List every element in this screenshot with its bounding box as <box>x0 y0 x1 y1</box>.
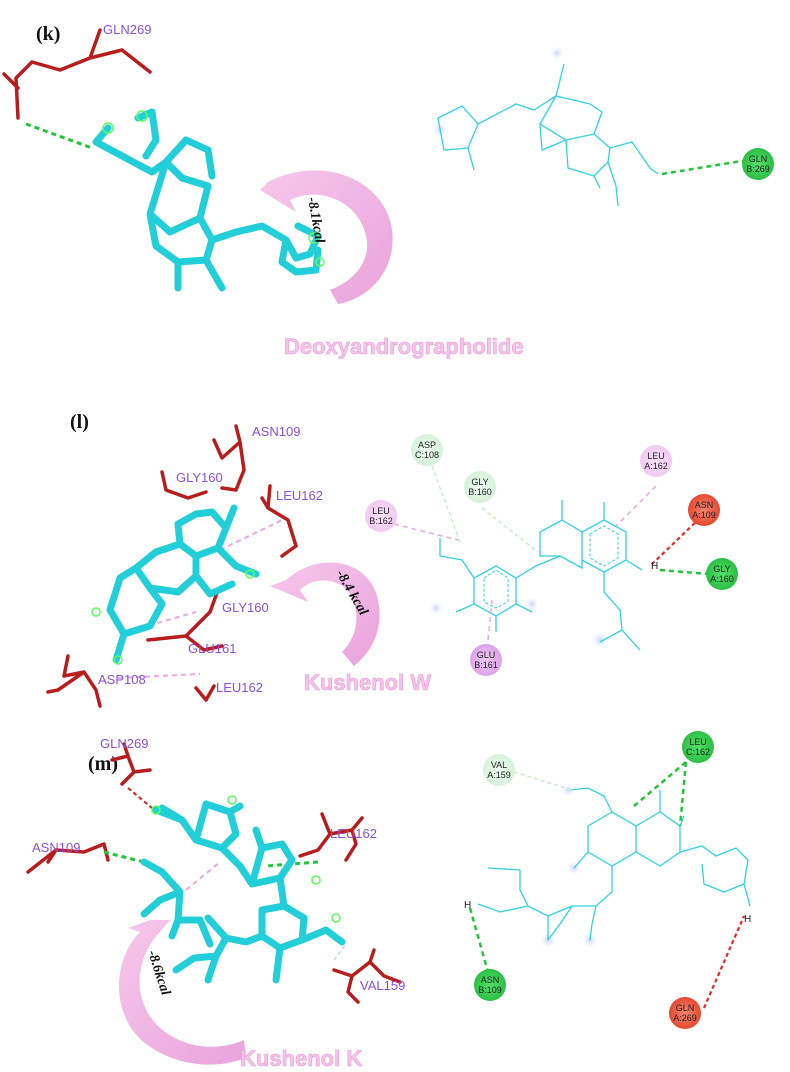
binding-energy-arrow <box>118 920 246 1065</box>
protein-residue-sticks <box>26 742 402 1004</box>
atom-label: H <box>744 914 751 925</box>
svg-text:A:160: A:160 <box>710 574 734 584</box>
residue-leu-c162: LEU C:162 <box>682 731 714 763</box>
residue-label-3d: LEU162 <box>330 826 377 841</box>
compound-name: Kushenol K <box>240 1046 362 1071</box>
binding-energy-label: -8.1kcal <box>304 196 327 244</box>
ligand-stick-model <box>91 504 260 665</box>
residue-leu-a162: LEU A:162 <box>640 445 672 477</box>
residue-label-3d: GLU161 <box>188 641 236 656</box>
svg-text:B:160: B:160 <box>468 487 492 497</box>
residue-label-3d: ASN109 <box>32 840 80 855</box>
residue-label-3d: LEU162 <box>216 680 263 695</box>
residue-label-3d: VAL159 <box>360 978 405 993</box>
ligand-stick-model <box>140 795 346 984</box>
svg-text:ASN: ASN <box>481 975 500 985</box>
interaction-2d-diagram: H H VAL A:159 LEU C:162 ASN B:109 GLN A:… <box>464 731 751 1029</box>
residue-leu-b162: LEU B:162 <box>365 500 397 532</box>
svg-text:GLY: GLY <box>713 564 730 574</box>
svg-text:A:269: A:269 <box>673 1013 697 1023</box>
residue-val-a159: VAL A:159 <box>483 754 515 786</box>
unfavorable-bond-line <box>127 787 153 809</box>
atom-label: H <box>464 900 471 911</box>
protein-residue-sticks <box>2 28 152 120</box>
svg-text:C:162: C:162 <box>686 747 710 757</box>
hydrogen-bond-line <box>103 850 319 868</box>
binding-energy-arrow <box>270 562 380 666</box>
residue-label-3d: GLY160 <box>222 600 269 615</box>
vdw-line <box>333 943 347 961</box>
svg-text:C:108: C:108 <box>415 450 439 460</box>
svg-text:VAL: VAL <box>491 760 507 770</box>
atom-label: H <box>651 561 658 572</box>
svg-text:B:161: B:161 <box>474 660 498 670</box>
compound-name: Kushenol W <box>304 670 431 695</box>
residue-gln-a269: GLN A:269 <box>669 997 701 1029</box>
hydrogen-bond-line <box>25 122 93 150</box>
svg-text:A:109: A:109 <box>692 510 716 520</box>
panel-label: (k) <box>36 23 60 45</box>
svg-text:GLN: GLN <box>676 1003 695 1013</box>
svg-text:B:269: B:269 <box>746 164 770 174</box>
panel-label: (m) <box>88 753 118 775</box>
svg-text:GLU: GLU <box>477 650 496 660</box>
residue-label-3d: ASP108 <box>98 672 146 687</box>
binding-energy-arrow <box>260 170 393 304</box>
residue-label-3d: ASN109 <box>252 424 300 439</box>
binding-energy-label: -8.6kcal <box>144 949 173 998</box>
svg-text:A:162: A:162 <box>644 461 668 471</box>
svg-text:B:109: B:109 <box>478 985 502 995</box>
svg-text:ASP: ASP <box>418 440 436 450</box>
residue-gly-b160: GLY B:160 <box>464 471 496 503</box>
residue-gln-b269: GLN B:269 <box>742 148 774 180</box>
svg-text:LEU: LEU <box>647 451 665 461</box>
panel-l: (l) ASN109 GLY160 LEU162 GLY160 GLU161 A… <box>46 411 738 708</box>
pi-interaction-line <box>185 861 221 891</box>
svg-text:LEU: LEU <box>372 506 390 516</box>
interaction-2d-diagram: GLN B:269 <box>431 45 774 207</box>
residue-asn-b109: ASN B:109 <box>474 969 506 1001</box>
residue-label-3d: GLN269 <box>103 22 151 37</box>
residue-label-3d: GLN269 <box>100 736 148 751</box>
interaction-2d-diagram: H ASP C:108 GLY B:160 LEU A:162 LEU B:16… <box>365 434 738 676</box>
svg-text:LEU: LEU <box>689 737 707 747</box>
residue-glu-b161: GLU B:161 <box>470 644 502 676</box>
residue-label-3d: GLY160 <box>176 470 223 485</box>
panel-label: (l) <box>70 411 89 433</box>
panel-m: (m) GLN269 ASN109 LEU162 VAL159 -8.6kcal… <box>26 731 751 1071</box>
svg-text:GLN: GLN <box>749 154 768 164</box>
residue-asn-a109: ASN A:109 <box>688 494 720 526</box>
svg-text:ASN: ASN <box>695 500 714 510</box>
compound-name: Deoxyandrographolide <box>284 334 524 359</box>
svg-text:B:162: B:162 <box>369 516 393 526</box>
protein-residue-sticks <box>46 424 298 708</box>
residue-label-3d: LEU162 <box>276 488 323 503</box>
residue-gly-a160: GLY A:160 <box>706 558 738 590</box>
residue-asp-c108: ASP C:108 <box>411 434 443 466</box>
panel-k: (k) GLN269 -8.1kcal Deoxyandrographolide <box>2 22 774 359</box>
svg-text:A:159: A:159 <box>487 770 511 780</box>
svg-text:GLY: GLY <box>471 477 488 487</box>
ligand-stick-model <box>92 108 325 292</box>
